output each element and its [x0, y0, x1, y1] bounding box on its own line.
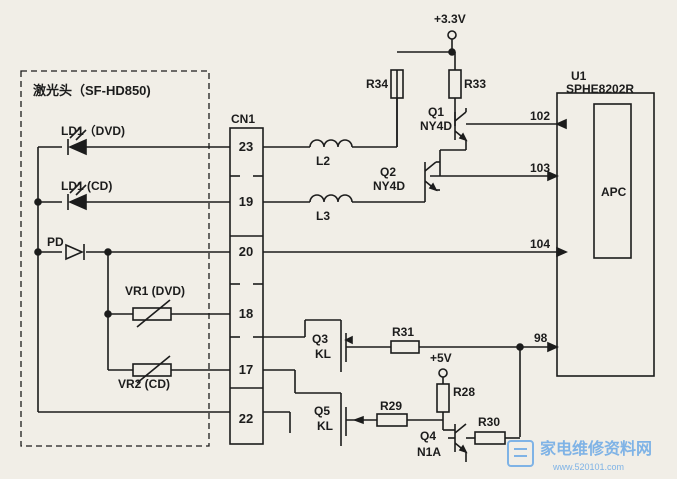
- cn1-pin-23: 23: [238, 139, 254, 154]
- supply-33-net: [390, 30, 462, 147]
- q2-emitter-arrow: [428, 182, 438, 192]
- watermark-title: 家电维修资料网: [540, 441, 653, 458]
- r31-label: R31: [392, 325, 415, 339]
- cn1-pin-17: 17: [238, 362, 254, 377]
- q5-type-label: KL: [317, 419, 333, 433]
- l3-coil: [263, 190, 426, 203]
- ld1-dvd-diode-icon: [67, 127, 87, 156]
- r28-label: R28: [453, 385, 476, 399]
- ld1-dvd-label: LD1（DVD): [61, 124, 126, 138]
- q3-label: Q3: [312, 332, 329, 346]
- q2-transistor: [424, 161, 557, 191]
- u1-label: U1: [571, 69, 587, 83]
- q1-transistor: [439, 108, 557, 176]
- pd-diode-icon: [65, 243, 85, 261]
- pin98-arrow: [547, 341, 559, 353]
- supply-5v-label: +5V: [430, 351, 452, 365]
- pin-103-label: 103: [530, 161, 551, 175]
- component-symbols: [34, 48, 568, 454]
- junction-dot: [104, 248, 112, 256]
- q5-label: Q5: [314, 404, 331, 418]
- laser-head-title: 激光头（SF-HD850): [33, 83, 151, 98]
- ld1-cd-label: LD1 (CD): [61, 179, 113, 193]
- supply-33v-label: +3.3V: [434, 12, 466, 26]
- cn1-pin-22: 22: [238, 411, 254, 426]
- ld1-cd-diode-icon: [67, 182, 87, 211]
- q2-type-label: NY4D: [373, 179, 406, 193]
- l2-label: L2: [316, 154, 331, 168]
- q1-emitter-arrow: [458, 132, 468, 142]
- q1-type-label: NY4D: [420, 119, 453, 133]
- watermark-logo-icon: [507, 440, 534, 467]
- r33-label: R33: [464, 77, 487, 91]
- pin104-arrow: [556, 246, 568, 258]
- pin103-arrow: [547, 170, 559, 182]
- pin-102-label: 102: [530, 109, 551, 123]
- q3-circuit: [263, 319, 557, 437]
- apc-label: APC: [601, 185, 627, 199]
- vr1-label: VR1 (DVD): [125, 284, 186, 298]
- junction-dot: [516, 343, 524, 351]
- r30-label: R30: [478, 415, 501, 429]
- q3-gate-arrow: [344, 335, 353, 345]
- pin-98-label: 98: [534, 331, 548, 345]
- cn1-label: CN1: [231, 112, 256, 126]
- pin102-arrow: [555, 118, 567, 130]
- vr2-label: VR2 (CD): [118, 377, 171, 391]
- u1-part-label: SPHE8202R: [566, 82, 635, 96]
- r34-label: R34: [366, 77, 389, 91]
- cn1-pin-18: 18: [238, 306, 254, 321]
- junction-dot: [34, 248, 42, 256]
- cn1-pin-20: 20: [238, 244, 254, 259]
- q5-gate-arrow: [352, 415, 364, 425]
- pd-label: PD: [47, 235, 64, 249]
- ground-return: [37, 252, 230, 413]
- cn1-connector: [229, 127, 264, 445]
- pin-104-label: 104: [530, 237, 551, 251]
- cn1-pin-19: 19: [238, 194, 254, 209]
- q4-label: Q4: [420, 429, 437, 443]
- watermark-url: www.520101.com: [553, 462, 625, 472]
- q3-type-label: KL: [315, 347, 331, 361]
- u1-ic-body: [556, 92, 655, 377]
- l3-label: L3: [316, 209, 331, 223]
- laser-head-box: [20, 70, 210, 447]
- q4-emitter-arrow: [458, 444, 468, 454]
- q1-label: Q1: [428, 105, 445, 119]
- junction-dot: [448, 48, 456, 56]
- junction-dot: [34, 198, 42, 206]
- q2-label: Q2: [380, 165, 397, 179]
- r29-label: R29: [380, 399, 403, 413]
- q4-circuit: [436, 368, 520, 462]
- junction-dot: [104, 310, 112, 318]
- q4-type-label: N1A: [417, 445, 442, 459]
- apc-block: [593, 103, 632, 259]
